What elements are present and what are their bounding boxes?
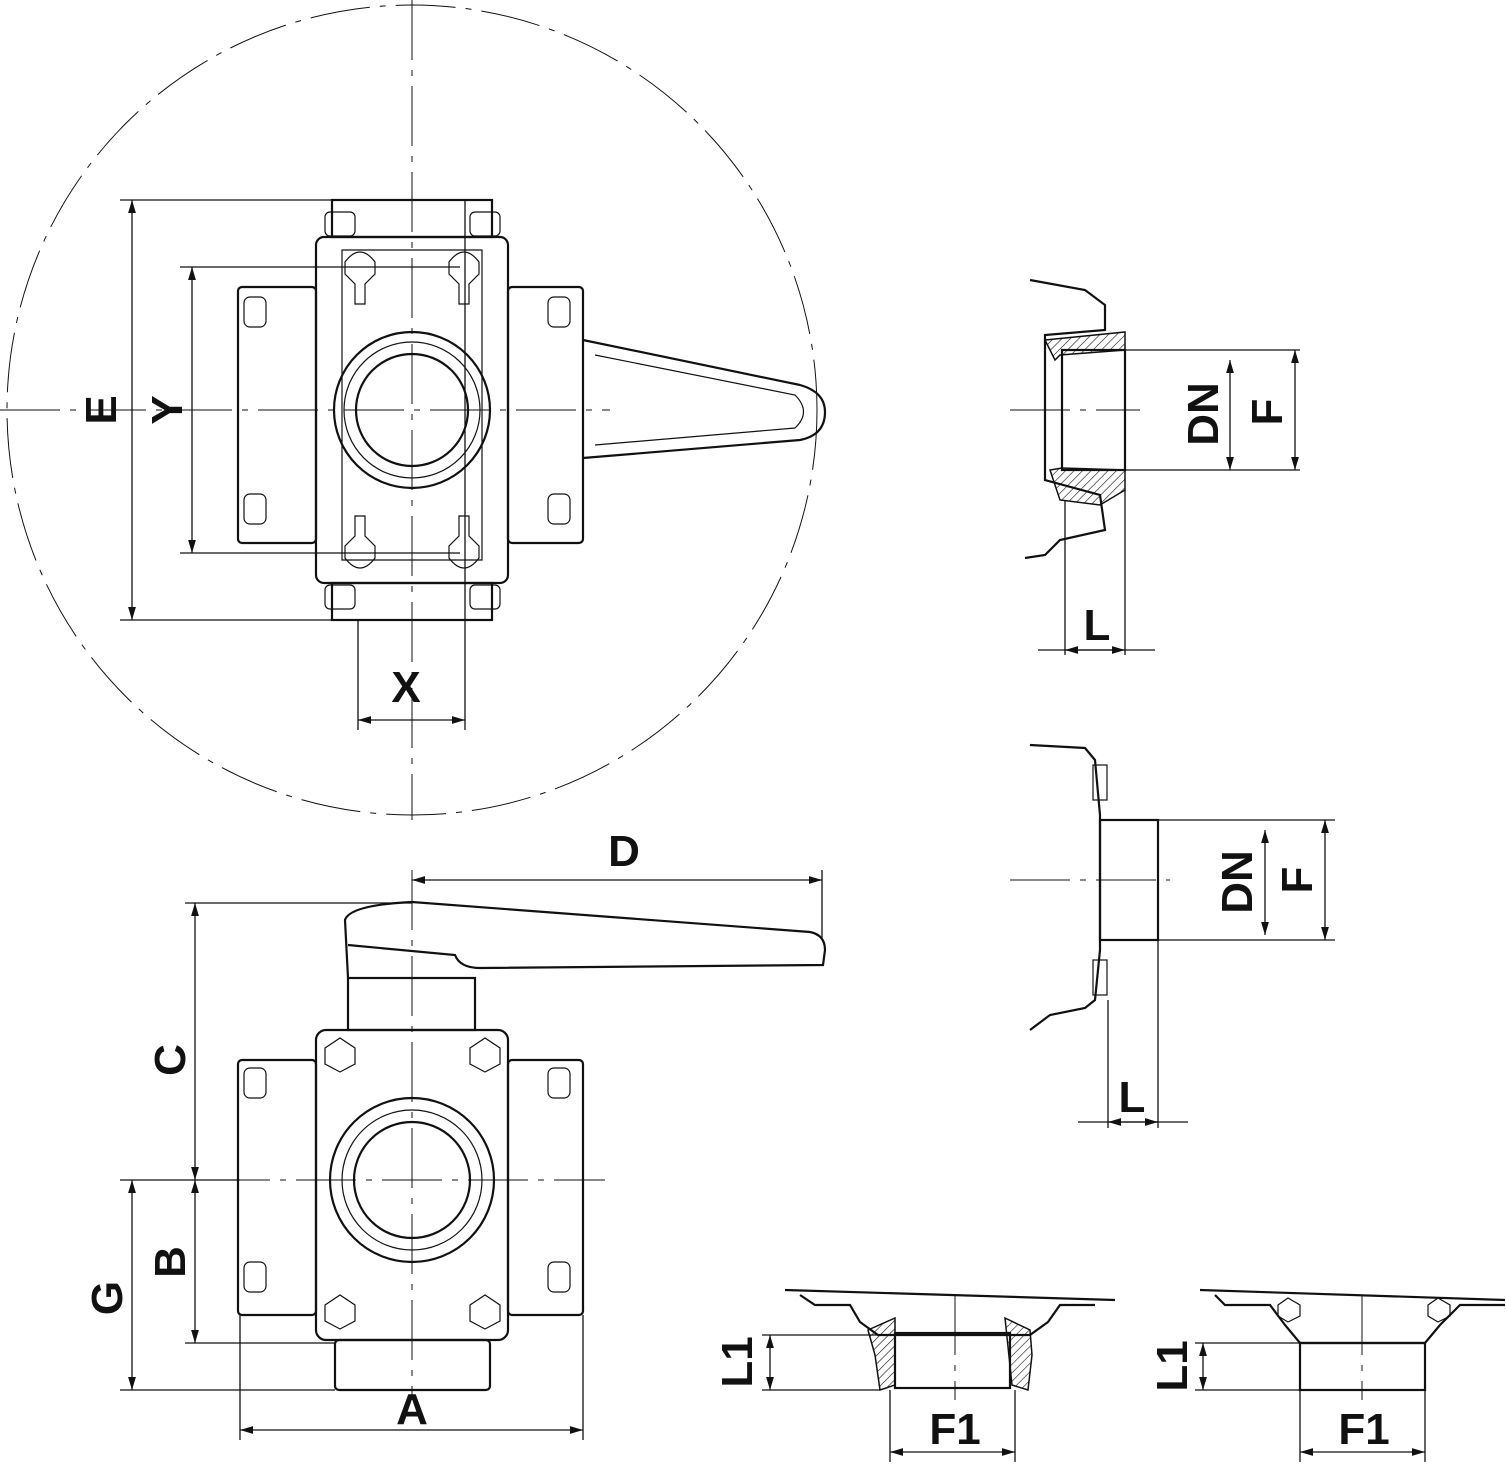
top-view: E Y X bbox=[0, 0, 827, 820]
dim-label-A: A bbox=[396, 1385, 428, 1434]
dim-label-Y: Y bbox=[143, 395, 192, 424]
dim-label-L: L bbox=[1119, 1073, 1146, 1122]
dim-label-DN: DN bbox=[1179, 382, 1228, 446]
top-port-flange bbox=[330, 198, 494, 239]
dim-label-L1: L1 bbox=[713, 1336, 762, 1387]
section-2-threaded-end: DN F L bbox=[1010, 743, 1335, 1128]
right-port-flange bbox=[506, 285, 585, 545]
stem-housing bbox=[346, 976, 477, 1032]
handle-side bbox=[343, 900, 827, 979]
detail-2-socket-end: L1 F1 bbox=[1148, 1288, 1506, 1462]
dim-label-B: B bbox=[146, 1246, 195, 1278]
bottom-port-flange bbox=[330, 581, 494, 622]
dim-label-E: E bbox=[77, 395, 126, 424]
section-1-weld-end: DN F L bbox=[1010, 278, 1300, 655]
detail-1-clamp-end: L1 F1 bbox=[713, 1288, 1116, 1462]
dim-label-F1: F1 bbox=[1338, 1405, 1389, 1454]
dim-label-L: L bbox=[1084, 601, 1111, 650]
dim-label-F1: F1 bbox=[929, 1405, 980, 1454]
front-view: D C B G A bbox=[83, 827, 827, 1440]
dim-label-DN: DN bbox=[1213, 850, 1262, 914]
dim-label-L1: L1 bbox=[1148, 1340, 1197, 1391]
dim-label-F: F bbox=[1243, 399, 1292, 426]
dim-label-G: G bbox=[83, 1281, 132, 1315]
dim-label-F: F bbox=[1273, 867, 1322, 894]
dim-label-X: X bbox=[391, 663, 420, 712]
bottom-connector bbox=[333, 1338, 492, 1392]
dim-label-D: D bbox=[608, 827, 640, 876]
handle-top bbox=[582, 338, 827, 460]
dim-label-C: C bbox=[146, 1044, 195, 1076]
left-port-flange bbox=[236, 285, 318, 545]
